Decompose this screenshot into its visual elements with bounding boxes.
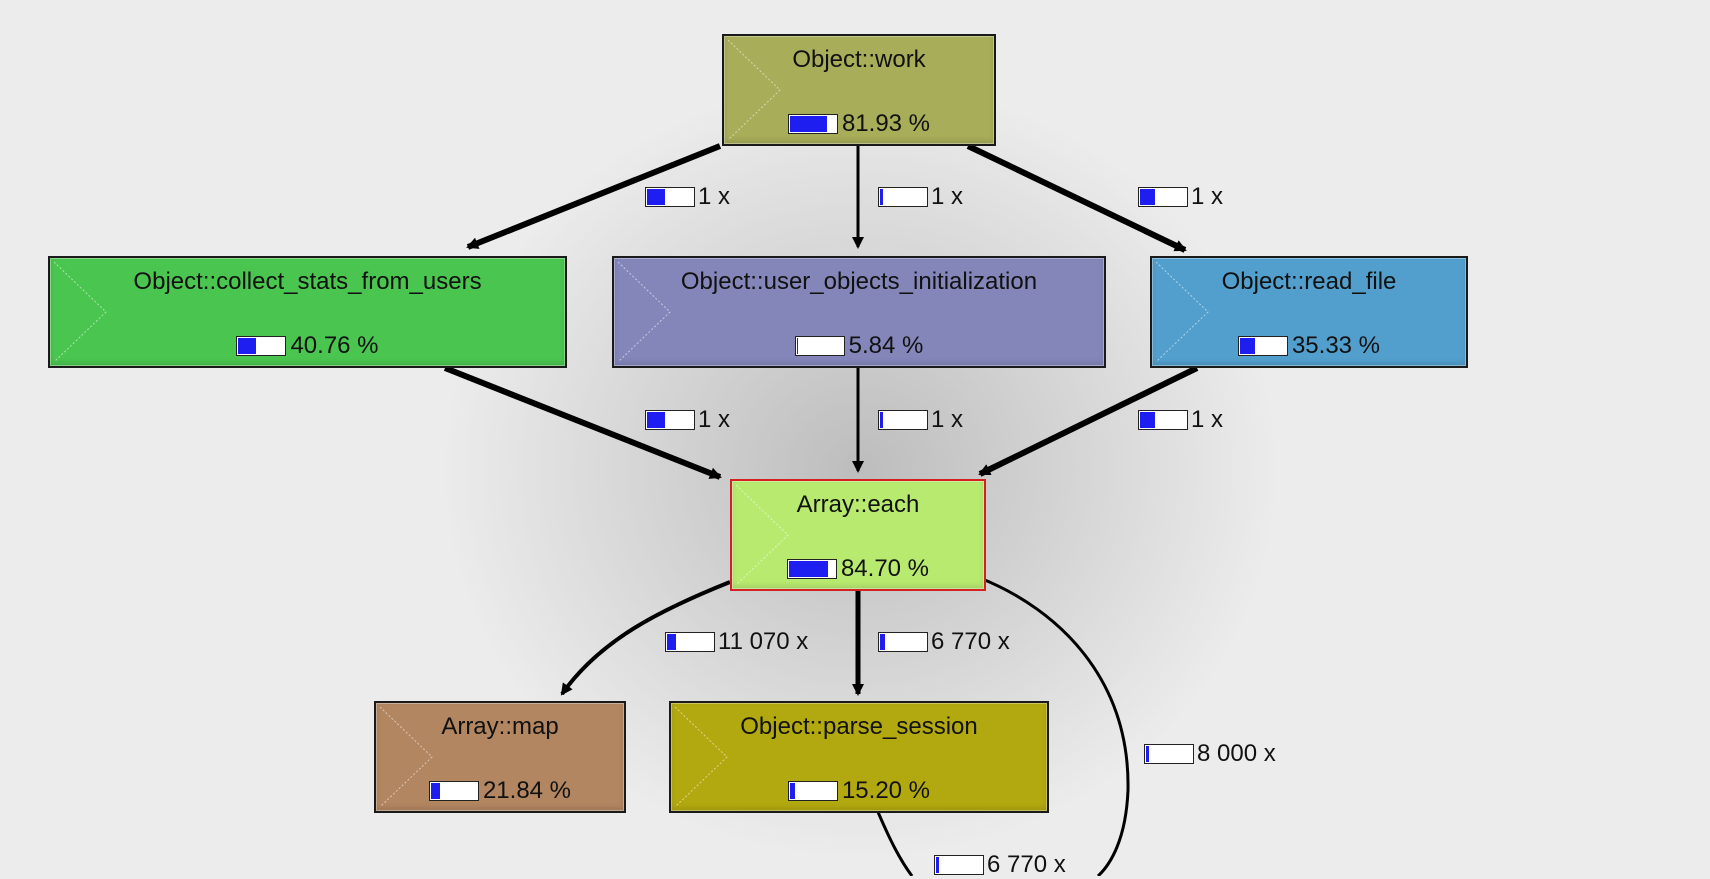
cost-percent: 40.76 % [290, 332, 379, 359]
edge-label-parse-self: 6 770 x [934, 851, 1066, 879]
cost-bar [236, 336, 287, 356]
node-title: Array::each [796, 491, 920, 518]
edge-label-work-collect: 1 x [645, 183, 730, 211]
call-bar [878, 410, 928, 430]
call-bar [1144, 744, 1194, 764]
cost-percent: 15.20 % [841, 777, 931, 804]
edge-read-each[interactable] [978, 365, 1199, 477]
chevron-icon [1156, 262, 1209, 362]
cost-bar [786, 559, 837, 579]
cost-percent: 21.84 % [482, 777, 572, 804]
node-title: Object::collect_stats_from_users [133, 268, 482, 295]
node-array-each[interactable]: Array::each 84.70 % [730, 479, 986, 591]
node-title: Object::parse_session [740, 713, 978, 740]
cost-percent: 35.33 % [1291, 332, 1381, 359]
call-count: 6 770 x [931, 628, 1010, 655]
chevron-icon [54, 262, 107, 362]
chevron-icon [675, 707, 728, 807]
node-array-map[interactable]: Array::map 21.84 % [374, 701, 626, 813]
node-user-objects-initialization[interactable]: Object::user_objects_initialization 5.84… [612, 256, 1106, 368]
edge-label-collect-each: 1 x [645, 406, 730, 434]
node-title: Object::user_objects_initialization [680, 268, 1038, 295]
call-count: 1 x [698, 406, 731, 433]
edge-label-each-map: 11 070 x [665, 628, 808, 656]
call-bar [878, 187, 928, 207]
call-bar [934, 855, 984, 875]
cost-percent: 84.70 % [840, 555, 930, 582]
call-bar [665, 632, 715, 652]
edge-label-each-parse: 6 770 x [878, 628, 1010, 656]
node-title: Array::map [441, 713, 559, 740]
edge-label-work-init: 1 x [878, 183, 963, 211]
cost-bar [787, 781, 838, 801]
call-count: 1 x [698, 183, 731, 210]
node-read-file[interactable]: Object::read_file 35.33 % [1150, 256, 1468, 368]
call-bar [645, 187, 695, 207]
chevron-icon [380, 707, 433, 807]
call-count: 6 770 x [987, 851, 1066, 878]
node-collect-stats-from-users[interactable]: Object::collect_stats_from_users 40.76 % [48, 256, 567, 368]
cost-bar [794, 336, 845, 356]
edge-label-init-each: 1 x [878, 406, 963, 434]
node-title: Object::work [792, 46, 926, 73]
edge-work-collect[interactable] [466, 143, 722, 250]
call-count: 8 000 x [1197, 740, 1276, 767]
call-bar [1138, 187, 1188, 207]
cost-percent: 81.93 % [841, 110, 931, 137]
edge-each-self[interactable] [979, 576, 1130, 876]
call-count: 1 x [931, 406, 964, 433]
node-parse-session[interactable]: Object::parse_session 15.20 % [669, 701, 1049, 813]
cost-bar [428, 781, 479, 801]
call-count: 11 070 x [718, 628, 809, 655]
chevron-icon [728, 40, 781, 140]
call-count: 1 x [1191, 183, 1224, 210]
edge-label-each-self: 8 000 x [1144, 740, 1276, 768]
edge-work-read[interactable] [966, 143, 1187, 253]
edge-each-map[interactable] [560, 580, 731, 696]
call-count: 1 x [1191, 406, 1224, 433]
cost-bar [787, 114, 838, 134]
call-count: 1 x [931, 183, 964, 210]
call-bar [645, 410, 695, 430]
edge-label-read-each: 1 x [1138, 406, 1223, 434]
node-title: Object::read_file [1221, 268, 1397, 295]
edge-parse-self[interactable] [876, 811, 914, 876]
chevron-icon [736, 485, 789, 585]
node-object-work[interactable]: Object::work 81.93 % [722, 34, 996, 146]
chevron-icon [618, 262, 671, 362]
call-bar [878, 632, 928, 652]
cost-percent: 5.84 % [848, 332, 924, 359]
edge-label-work-read: 1 x [1138, 183, 1223, 211]
call-bar [1138, 410, 1188, 430]
cost-bar [1237, 336, 1288, 356]
edge-collect-each[interactable] [443, 365, 722, 480]
